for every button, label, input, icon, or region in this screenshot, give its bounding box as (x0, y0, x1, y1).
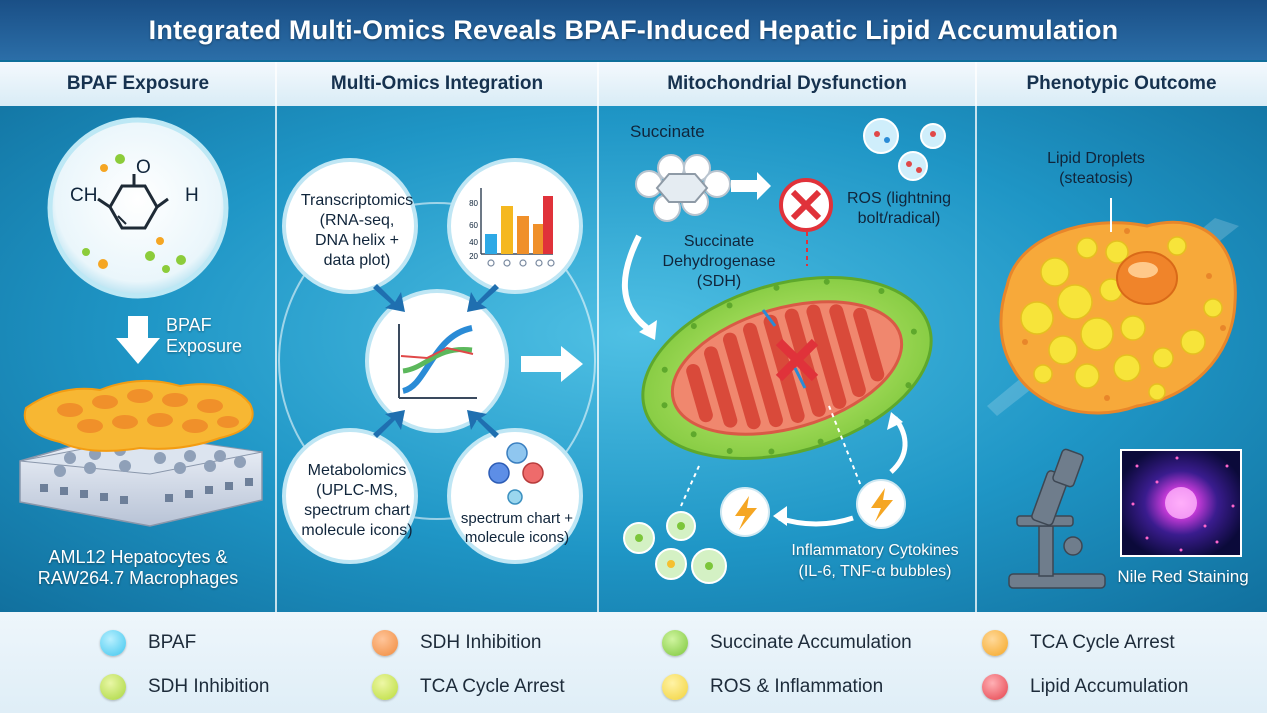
legend-item-sdh-inhibition-2: SDH Inhibition (100, 674, 269, 700)
legend-swatch (372, 630, 398, 656)
lipid-droplets-label: Lipid Droplets (steatosis) (1047, 150, 1145, 187)
divider-1 (275, 62, 277, 612)
legend-label: SDH Inhibition (148, 676, 270, 697)
legend-swatch (100, 630, 126, 656)
legend-swatch (982, 630, 1008, 656)
legend-swatch (662, 674, 688, 700)
nucleus-icon (1116, 251, 1178, 305)
nile-red-image (1120, 449, 1242, 557)
panel-phenotype-graphics (987, 198, 1242, 589)
molecule-label-h: H (185, 185, 199, 206)
transcriptomics-label: Transcriptomics (RNA-seq, DNA helix + da… (300, 192, 414, 269)
panel-bpaf-graphics (19, 117, 263, 527)
succinate-label: Succinate (630, 122, 705, 141)
legend-label: Succinate Accumulation (710, 632, 912, 653)
cell-lines-label: AML12 Hepatocytes & RAW264.7 Macrophages (37, 547, 239, 588)
title-bar: Integrated Multi-Omics Reveals BPAF-Indu… (0, 0, 1267, 60)
metabolomics-label: Metabolomics (UPLC-MS, spectrum chart mo… (301, 462, 413, 539)
bar-chart-bubble (447, 158, 583, 294)
legend: BPAF SDH Inhibition Succinate Accumulati… (0, 612, 1267, 713)
spectrum-label: spectrum chart + molecule icons) (460, 510, 574, 546)
legend-label: ROS & Inflammation (710, 676, 884, 697)
transcriptomics-bubble (282, 158, 418, 294)
legend-label: SDH Inhibition (420, 632, 542, 653)
legend-label: Lipid Accumulation (1030, 676, 1189, 697)
legend-label: TCA Cycle Arrest (1030, 632, 1175, 653)
legend-swatch (662, 630, 688, 656)
legend-label: BPAF (148, 632, 197, 653)
panel-omics-graphics (278, 158, 596, 564)
molecule-label-ch: CH (70, 185, 98, 206)
ros-bubbles-icon (863, 118, 946, 181)
cytokine-bubbles-icon (623, 511, 727, 584)
metabolomics-bubble (282, 428, 418, 564)
exposure-arrow-icon (116, 316, 160, 364)
header-bpaf-exposure: BPAF Exposure (66, 73, 210, 94)
cytokines-label: Inflammatory Cytokines (IL-6, TNF-α bubb… (791, 542, 959, 580)
bpaf-exposure-label: BPAF Exposure (166, 315, 243, 356)
legend-label: TCA Cycle Arrest (420, 676, 565, 697)
legend-swatch (372, 674, 398, 700)
column-header-row: BPAF Exposure Multi-Omics Integration Mi… (0, 62, 1267, 106)
to-mito-arrow-icon (521, 346, 583, 382)
header-mito-dysfunction: Mitochondrial Dysfunction (667, 73, 907, 94)
microscope-icon (1008, 448, 1106, 589)
legend-item-bpaf: BPAF (100, 630, 196, 656)
integration-center-circle (365, 289, 509, 433)
legend-item-tca-arrest-2: TCA Cycle Arrest (372, 674, 565, 700)
mitochondrion-icon (641, 276, 933, 460)
ros-label: ROS (lightning bolt/radical) (846, 190, 952, 227)
molecule-circle (47, 117, 229, 299)
chart-tick-20: 20 (469, 252, 478, 261)
legend-item-tca-arrest: TCA Cycle Arrest (982, 630, 1175, 656)
legend-item-sdh-inhibition: SDH Inhibition (372, 630, 541, 656)
legend-item-lipid: Lipid Accumulation (982, 674, 1188, 700)
legend-item-succinate: Succinate Accumulation (662, 630, 912, 656)
molecule-label-o: O (136, 157, 151, 178)
sdh-label: Succinate Dehydrogenase (SDH) (662, 233, 776, 290)
cell-layer-icon (23, 379, 254, 452)
chart-tick-80: 80 (469, 199, 478, 208)
nile-red-label: Nile Red Staining (1117, 567, 1249, 586)
succinate-molecule-icon (635, 154, 731, 222)
divider-2 (597, 62, 599, 612)
figure-title: Integrated Multi-Omics Reveals BPAF-Indu… (148, 14, 1119, 45)
header-phenotypic-outcome: Phenotypic Outcome (1026, 73, 1217, 94)
chart-tick-60: 60 (469, 221, 478, 230)
divider-3 (975, 62, 977, 612)
chart-tick-40: 40 (469, 238, 478, 247)
header-multi-omics: Multi-Omics Integration (330, 73, 544, 94)
panel-mito-graphics (621, 118, 946, 584)
legend-swatch (982, 674, 1008, 700)
legend-item-ros: ROS & Inflammation (662, 674, 883, 700)
legend-swatch (100, 674, 126, 700)
